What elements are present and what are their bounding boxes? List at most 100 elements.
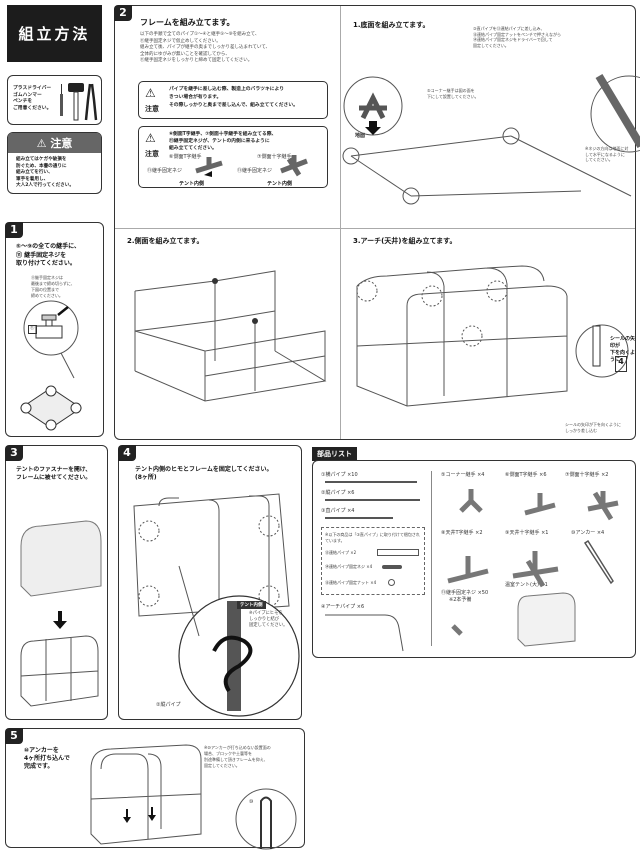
page-title: 組立方法: [7, 5, 102, 62]
step5-panel: 5 ⑩アンカーを 4ヶ所打ち込んで 完成です。 ※⑩アンカーが打ち込めない設置面…: [5, 728, 305, 850]
part-item: ⑩アンカー ×4: [571, 530, 605, 536]
step3-heading: フレームに被せてください。: [16, 475, 92, 481]
arch-frame-diagram: [356, 265, 629, 407]
warning-icon: ⚠: [145, 86, 156, 100]
arch-pipe-icon: [325, 614, 404, 652]
t-joint-icon: [195, 157, 223, 177]
part-item: ⑤コーナー継手 ×4: [441, 472, 485, 478]
part-item: ⑪継手固定ネジ ×50: [441, 590, 489, 596]
step1-note: ⑪継手固定ネジは: [31, 275, 63, 280]
part-item: ⑨天井十字継手 ×1: [505, 530, 549, 536]
step4-panel: 4 テント内側のヒモとフレームを固定してください。 (8ヶ所) テント内側 ※パ…: [118, 445, 302, 720]
step2-instruction: ⑪継手固定ネジで仮止めしてください。: [140, 38, 221, 44]
step2-instruction: 以下の手順で全てのパイプ①〜④と継手⑤〜⑨を組み立て、: [140, 32, 260, 37]
tools-text: ゴムハンマー: [13, 92, 42, 98]
part-label: ⑪継手固定ネジ: [147, 168, 183, 174]
ground-label: 地面: [355, 133, 366, 139]
sub3-heading: 3.アーチ(天井)を組み立てます。: [353, 237, 457, 245]
screw-note: してください。: [585, 157, 613, 162]
part-label: ⑦側面十字継手: [257, 154, 292, 160]
step3-heading: テントのファスナーを開け、: [16, 467, 92, 473]
step4-heading: (8ヶ所): [135, 474, 157, 481]
warning-text: ⑪継手固定ネジが、テントの内側に来るように: [169, 139, 270, 144]
step5-heading: ⑩アンカーを: [24, 747, 59, 754]
part-item: ⑮連結パイプ固定ナット ×4: [325, 580, 377, 585]
caution-heading: 注意: [50, 137, 73, 150]
screw-note: して水平になるように: [585, 151, 625, 157]
step5-note: ※⑩アンカーが打ち込めない設置面の: [204, 745, 271, 750]
warning-box-orientation: ⚠ 注意 ⑥側面T字継手、⑦側面十字継手を組み立てる際、 ⑪継手固定ネジが、テン…: [138, 126, 328, 188]
step5-heading: 完成です。: [24, 763, 54, 770]
callout-text: しっかりと結び: [249, 617, 280, 622]
parts-list: ①横パイプ ×10 ②縦パイプ ×6 ③直パイプ ×4 ※以下の商品は「③直パイ…: [312, 460, 636, 658]
step1-note: 締めてください。: [31, 293, 63, 298]
step2-instruction: ⑪継手固定ネジをしっかりと締めて固定してください。: [140, 58, 253, 63]
step5-heading: 4ヶ所打ち込んで: [24, 755, 70, 762]
part-item: ④アーチパイプ ×6: [321, 604, 365, 610]
bottom-frame-diagram: [342, 73, 640, 205]
step1-heading: ⑪ 継手固定ネジを: [16, 251, 67, 259]
seal-caption: シールの矢印が下を向くように: [565, 422, 621, 427]
caution-text: 防ぐため、本書の通りに: [16, 163, 67, 169]
anchor-illustration: [90, 744, 297, 850]
part-item: ⑭連結パイプ固定ネジ ×4: [325, 564, 373, 569]
step-number: 2: [114, 5, 132, 21]
part-item: 温室テント(大) ×1: [505, 582, 548, 588]
seal-note: シールの矢印が: [610, 336, 636, 349]
step-number: 3: [5, 445, 23, 461]
tools-text: プラスドライバー: [13, 86, 52, 91]
step2-panel: 2 フレームを組み立てます。 以下の手順で全てのパイプ①〜④と継手⑤〜⑨を組み立…: [114, 5, 640, 440]
warning-text: きつい場合が有ります。: [169, 95, 222, 100]
step1-panel: 1 ⑤〜⑨の全ての継手に、 ⑪ 継手固定ネジを 取り付けてください。 ⑪継手固定…: [5, 222, 104, 437]
part-item: ⑥側面T字継手 ×6: [505, 472, 547, 478]
tent-inside-label: テント内側: [267, 181, 293, 187]
tent-cover-illustration: [20, 520, 102, 707]
callout-label: ⑪: [28, 325, 37, 334]
step-number: 1: [5, 222, 23, 238]
part-item: ①横パイプ ×10: [321, 472, 358, 478]
connect-note: ⑭連結パイプ固定ネジをドライバーで回して: [473, 37, 553, 42]
parts-list-title: 部品リスト: [312, 447, 357, 461]
step-number: 5: [5, 728, 23, 744]
tools-box: プラスドライバー ゴムハンマー ペンチを ご用意ください。: [7, 75, 102, 125]
step1-heading: ⑤〜⑨の全ての継手に、: [16, 243, 80, 250]
corner-note: 下にして設置してください。: [427, 93, 479, 99]
step5-note: 固定してください。: [204, 763, 240, 768]
caution-text: 組み立てを行い、: [16, 170, 53, 175]
callout-label: ⑩: [249, 799, 254, 805]
part-item: ⑧天井T字継手 ×2: [441, 530, 483, 536]
warning-label: 注意: [145, 105, 159, 113]
part-item: ⑬連結パイプ ×2: [325, 550, 357, 555]
screw-note: ※ネジの方向は地面に対: [585, 146, 629, 151]
tools-icon: [60, 83, 98, 121]
caution-text: 組み立てはケガや破損を: [16, 157, 67, 162]
sub1-heading: 1.底面を組み立てます。: [353, 21, 430, 29]
warning-label: 注意: [145, 150, 159, 158]
part-item: ②縦パイプ ×6: [321, 490, 355, 496]
caution-box: ⚠ 注意 組み立てはケガや破損を 防ぐため、本書の通りに 組み立てを行い、 軍手…: [7, 132, 102, 194]
callout-title: テント内側: [237, 601, 266, 609]
part-label: ⑪継手固定ネジ: [237, 168, 273, 174]
warning-text: パイプを継手に差し込む際、製造上のバラツキにより: [169, 87, 285, 92]
warning-text: 組み立ててください。: [169, 146, 217, 151]
part-label: ⑥側面T字継手: [169, 154, 202, 160]
tent-inside-label: テント内側: [179, 181, 205, 187]
warning-text: ⑥側面T字継手、⑦側面十字継手を組み立てる際、: [169, 132, 277, 137]
joint-screw-illustration: [20, 300, 82, 431]
connect-note: 固定してください。: [473, 42, 509, 48]
caution-text: 軍手を着用し、: [16, 176, 49, 182]
pipe-label: ②縦パイプ: [156, 702, 181, 708]
step5-note: 場合、ブロックや土嚢等を: [204, 751, 252, 756]
seal-sticker: 4: [615, 356, 627, 372]
side-frame-diagram: [134, 270, 327, 402]
step2-instruction: 組み立て後、パイプが継手の奥までしっかり差し込まれていて、: [140, 45, 271, 50]
cross-joint-icon: [280, 155, 308, 177]
fittings-icons: [447, 489, 619, 647]
corner-note: ⑤コーナー継手は図の面を: [427, 88, 475, 93]
part-item: ③直パイプ ×4: [321, 508, 355, 514]
tent-tie-illustration: [133, 493, 300, 717]
tools-text: ペンチを: [13, 99, 33, 104]
seal-caption: しっかり差し込む: [565, 427, 597, 433]
part-item: ⑦側面十字継手 ×2: [565, 472, 609, 478]
connect-note: ⑮連結パイプ固定ナットをペンチで押さえながら: [473, 31, 561, 37]
